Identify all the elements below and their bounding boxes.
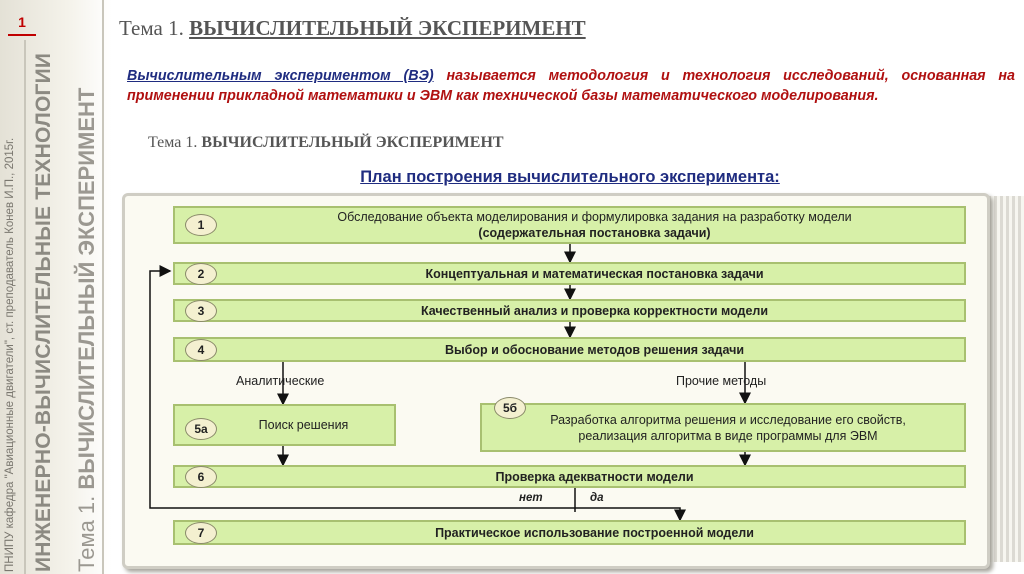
branch-left-label: Аналитические bbox=[236, 374, 325, 388]
step-2-box: 2 Концептуальная и математическая постан… bbox=[173, 262, 966, 285]
step-number-badge: 6 bbox=[185, 465, 217, 488]
step-number-badge: 7 bbox=[185, 521, 217, 544]
subtitle-prefix: Тема 1. bbox=[148, 134, 198, 151]
step-3-text: Качественный анализ и проверка корректно… bbox=[420, 303, 769, 318]
step-number-badge: 5а bbox=[185, 418, 217, 440]
page-title-main: ВЫЧИСЛИТЕЛЬНЫЙ ЭКСПЕРИМЕНТ bbox=[189, 16, 586, 40]
page-title-prefix: Тема 1. bbox=[119, 16, 184, 40]
step-7-text: Практическое использование построенной м… bbox=[435, 525, 754, 540]
label-yes: да bbox=[590, 492, 604, 504]
plan-title: План построения вычислительного эксперим… bbox=[360, 168, 780, 186]
step-2-text: Концептуальная и математическая постанов… bbox=[425, 266, 764, 281]
step-number-badge: 1 bbox=[185, 214, 217, 236]
sidebar-divider bbox=[24, 40, 26, 574]
diagram-panel bbox=[122, 193, 990, 569]
label-no: нет bbox=[519, 492, 543, 504]
step-7-box: 7 Практическое использование построенной… bbox=[173, 520, 966, 545]
sidebar-divider bbox=[102, 0, 104, 574]
step-3-box: 3 Качественный анализ и проверка коррект… bbox=[173, 299, 966, 322]
definition-term: Вычислительным экспериментом (ВЭ) bbox=[127, 68, 434, 84]
page-title: Тема 1. ВЫЧИСЛИТЕЛЬНЫЙ ЭКСПЕРИМЕНТ bbox=[119, 16, 586, 41]
step-5a-text: Поиск решения bbox=[258, 418, 349, 432]
step-6-text: Проверка адекватности модели bbox=[495, 469, 694, 484]
branch-right-label: Прочие методы bbox=[676, 374, 767, 388]
definition-paragraph: Вычислительным экспериментом (ВЭ) называ… bbox=[127, 66, 1015, 106]
definition-text: называется методология и технология иссл… bbox=[127, 68, 1015, 104]
arrow-yes-to-7 bbox=[575, 507, 686, 522]
step-5b-subtext: реализация алгоритма в виде программы дл… bbox=[578, 428, 878, 443]
decorative-stripe bbox=[988, 196, 1024, 562]
step-1-text: Обследование объекта моделирования и фор… bbox=[337, 210, 852, 224]
step-number-badge: 4 bbox=[185, 338, 217, 361]
step-4-text: Выбор и обоснование методов решения зада… bbox=[444, 342, 745, 357]
subtitle: Тема 1. ВЫЧИСЛИТЕЛЬНЫЙ ЭКСПЕРИМЕНТ bbox=[148, 134, 504, 152]
step-5b-text: Разработка алгоритма решения и исследова… bbox=[550, 412, 906, 427]
step-1-box: 1 Обследование объекта моделирования и ф… bbox=[173, 206, 966, 244]
step-4-box: 4 Выбор и обоснование методов решения за… bbox=[173, 337, 966, 362]
step-6-box: 6 Проверка адекватности модели bbox=[173, 465, 966, 488]
step-5a-box: 5а Поиск решения bbox=[173, 404, 396, 446]
step-number-badge: 5б bbox=[494, 397, 526, 419]
subtitle-main: ВЫЧИСЛИТЕЛЬНЫЙ ЭКСПЕРИМЕНТ bbox=[201, 134, 504, 151]
sidebar: 1 ПНИПУ кафедра "Авиационные двигатели",… bbox=[0, 0, 112, 574]
step-number-badge: 3 bbox=[185, 299, 217, 322]
step-5b-box: 5б Разработка алгоритма решения и исслед… bbox=[480, 397, 966, 452]
step-1-subtext: (содержательная постановка задачи) bbox=[478, 226, 711, 240]
arrow-no-feedback bbox=[149, 265, 575, 509]
step-number-badge: 2 bbox=[185, 262, 217, 285]
slide-number: 1 bbox=[4, 14, 40, 36]
